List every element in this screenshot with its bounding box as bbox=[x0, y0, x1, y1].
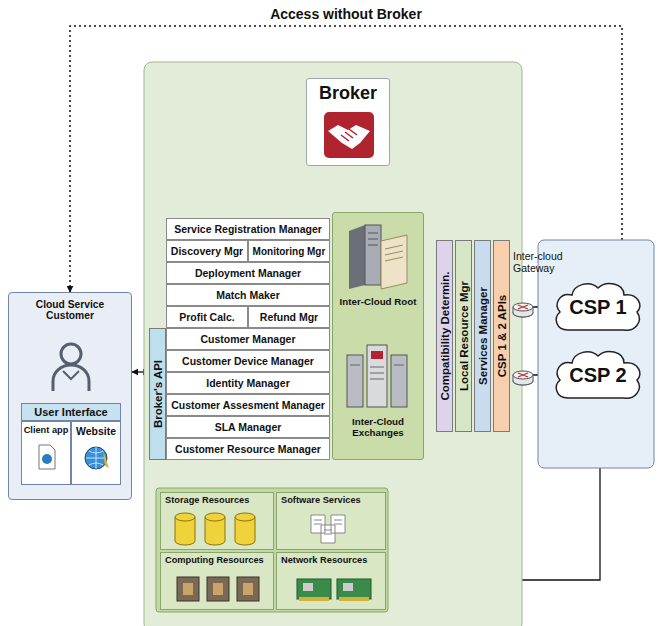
manager-box: Monitoring Mgr bbox=[248, 240, 330, 262]
node-text: CSP 1 & 2 APIs bbox=[496, 295, 508, 377]
manager-box: Refund Mgr bbox=[248, 306, 330, 328]
person-icon bbox=[49, 341, 93, 393]
customer-panel: Cloud Service CustomerUser Interface Cli… bbox=[8, 292, 132, 500]
node-text: Inter-Cloud Root bbox=[333, 297, 423, 308]
node-text: Customer Resource Manager bbox=[175, 443, 321, 455]
interface-band: User Interface bbox=[21, 403, 121, 421]
node-text: Client app bbox=[24, 425, 69, 484]
processor-icon bbox=[173, 571, 263, 607]
node-text: Monitoring Mgr bbox=[253, 246, 326, 257]
manager-box: Customer Assesment Manager bbox=[166, 394, 330, 416]
software-docs-icon bbox=[307, 511, 357, 547]
node-text: Compatibility Determin. bbox=[439, 271, 451, 400]
resource-box: Network Resources bbox=[276, 552, 386, 610]
manager-box: Profit Calc. bbox=[166, 306, 248, 328]
node-text: Customer Device Manager bbox=[182, 355, 314, 367]
node-text: Computing Resources bbox=[165, 555, 273, 565]
node-text: Website bbox=[76, 425, 116, 484]
component-bar: Compatibility Determin. bbox=[436, 240, 453, 432]
node-text: Broker bbox=[319, 83, 377, 165]
node-text: SLA Manager bbox=[215, 421, 282, 433]
server-icon bbox=[343, 221, 415, 293]
network-card-icon bbox=[295, 575, 375, 607]
manager-box: Customer Device Manager bbox=[166, 350, 330, 372]
node-text: Profit Calc. bbox=[179, 311, 234, 323]
resource-panel bbox=[156, 488, 388, 612]
database-icon bbox=[171, 511, 261, 547]
node-text: Services Manager bbox=[477, 287, 489, 385]
component-bar: CSP 1 & 2 APIs bbox=[493, 240, 510, 432]
node-text: Network Resources bbox=[281, 555, 385, 565]
manager-box: Customer Resource Manager bbox=[166, 438, 330, 460]
resource-box: Storage Resources bbox=[160, 492, 274, 550]
document-icon bbox=[37, 444, 57, 470]
cloud-node: CSP 1 bbox=[552, 278, 644, 336]
app-box: Website bbox=[71, 421, 121, 485]
node-text: Inter-Cloud Exchanges bbox=[333, 417, 423, 438]
node-text: Match Maker bbox=[216, 289, 280, 301]
node-text: Service Registration Manager bbox=[174, 223, 322, 235]
manager-box: SLA Manager bbox=[166, 416, 330, 438]
component-bar: Services Manager bbox=[474, 240, 491, 432]
manager-box: Match Maker bbox=[166, 284, 330, 306]
node-text: CSP 1 bbox=[569, 296, 626, 319]
broker-box: Broker bbox=[306, 78, 390, 166]
manager-box: Customer Manager bbox=[166, 328, 330, 350]
node-text: Customer Manager bbox=[200, 333, 295, 345]
broker-panel bbox=[144, 62, 522, 626]
node-text: Cloud Service Customer bbox=[9, 299, 131, 322]
manager-box: Discovery Mgr bbox=[166, 240, 248, 262]
node-text: Customer Assesment Manager bbox=[171, 399, 325, 411]
resource-box: Computing Resources bbox=[160, 552, 274, 610]
manager-box: Deployment Manager bbox=[166, 262, 330, 284]
node-text: Discovery Mgr bbox=[171, 245, 243, 257]
component-bar: Local Resource Mgr bbox=[455, 240, 472, 432]
handshake-icon bbox=[323, 111, 375, 159]
node-text: CSP 2 bbox=[569, 364, 626, 387]
node-text: Broker's API bbox=[152, 360, 164, 428]
router-icon bbox=[513, 303, 533, 317]
globe-icon bbox=[83, 444, 111, 472]
node-text: Software Services bbox=[281, 495, 385, 505]
node-text: Storage Resources bbox=[165, 495, 273, 505]
node-text: Local Resource Mgr bbox=[458, 281, 470, 391]
cloud-node: CSP 2 bbox=[552, 346, 644, 404]
manager-box: Service Registration Manager bbox=[166, 218, 330, 240]
router-icon bbox=[513, 371, 533, 385]
resource-box: Software Services bbox=[276, 492, 386, 550]
manager-box: Identity Manager bbox=[166, 372, 330, 394]
node-text: Identity Manager bbox=[206, 377, 289, 389]
node-text: Refund Mgr bbox=[260, 311, 318, 323]
intercloud-panel: Inter-Cloud RootInter-Cloud Exchanges bbox=[332, 212, 424, 460]
exchange-server-icon bbox=[343, 341, 415, 411]
api-bar: Broker's API bbox=[149, 328, 166, 460]
app-box: Client app bbox=[21, 421, 71, 485]
csp-container bbox=[538, 240, 654, 468]
node-text: Deployment Manager bbox=[195, 267, 301, 279]
edge-label: Access without Broker bbox=[267, 6, 425, 22]
node-text: User Interface bbox=[34, 406, 107, 418]
gateway-label: Inter-cloud Gateway bbox=[513, 250, 573, 274]
